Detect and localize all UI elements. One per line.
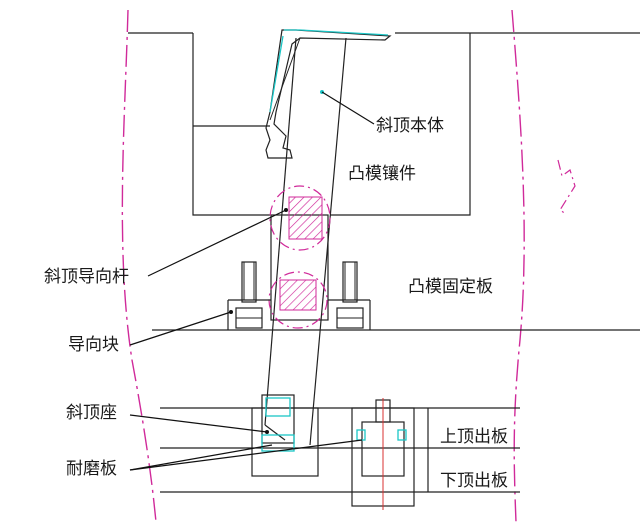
label-lifter-guide-rod: 斜顶导向杆 bbox=[44, 267, 129, 287]
label-guide-block: 导向块 bbox=[68, 335, 119, 355]
label-lifter-body: 斜顶本体 bbox=[376, 116, 444, 136]
core-retainer-plate bbox=[152, 299, 640, 331]
lifter-body bbox=[265, 29, 392, 159]
label-wear-plate: 耐磨板 bbox=[66, 459, 117, 479]
bolt-right bbox=[336, 261, 364, 329]
label-core-insert: 凸模镶件 bbox=[348, 163, 416, 184]
bolt-left bbox=[235, 261, 263, 329]
mark-artifact bbox=[557, 159, 576, 215]
cavity-plate bbox=[128, 32, 640, 118]
lifter-seat bbox=[251, 394, 319, 477]
mold-boundary-lines bbox=[121, 9, 525, 522]
label-core-retainer-plate: 凸模固定板 bbox=[408, 277, 493, 297]
right-seat bbox=[351, 398, 415, 510]
guide-region bbox=[268, 185, 331, 329]
labels: 斜顶本体 凸模镶件 斜顶导向杆 凸模固定板 导向块 斜顶座 耐磨板 上顶出板 下… bbox=[44, 116, 508, 491]
core-insert bbox=[192, 33, 471, 216]
label-upper-ejector-plate: 上顶出板 bbox=[440, 427, 508, 447]
label-lower-ejector-plate: 下顶出板 bbox=[440, 471, 508, 491]
label-lifter-seat: 斜顶座 bbox=[66, 403, 117, 423]
leader-lines bbox=[129, 90, 375, 471]
ejector-plates bbox=[160, 407, 520, 493]
